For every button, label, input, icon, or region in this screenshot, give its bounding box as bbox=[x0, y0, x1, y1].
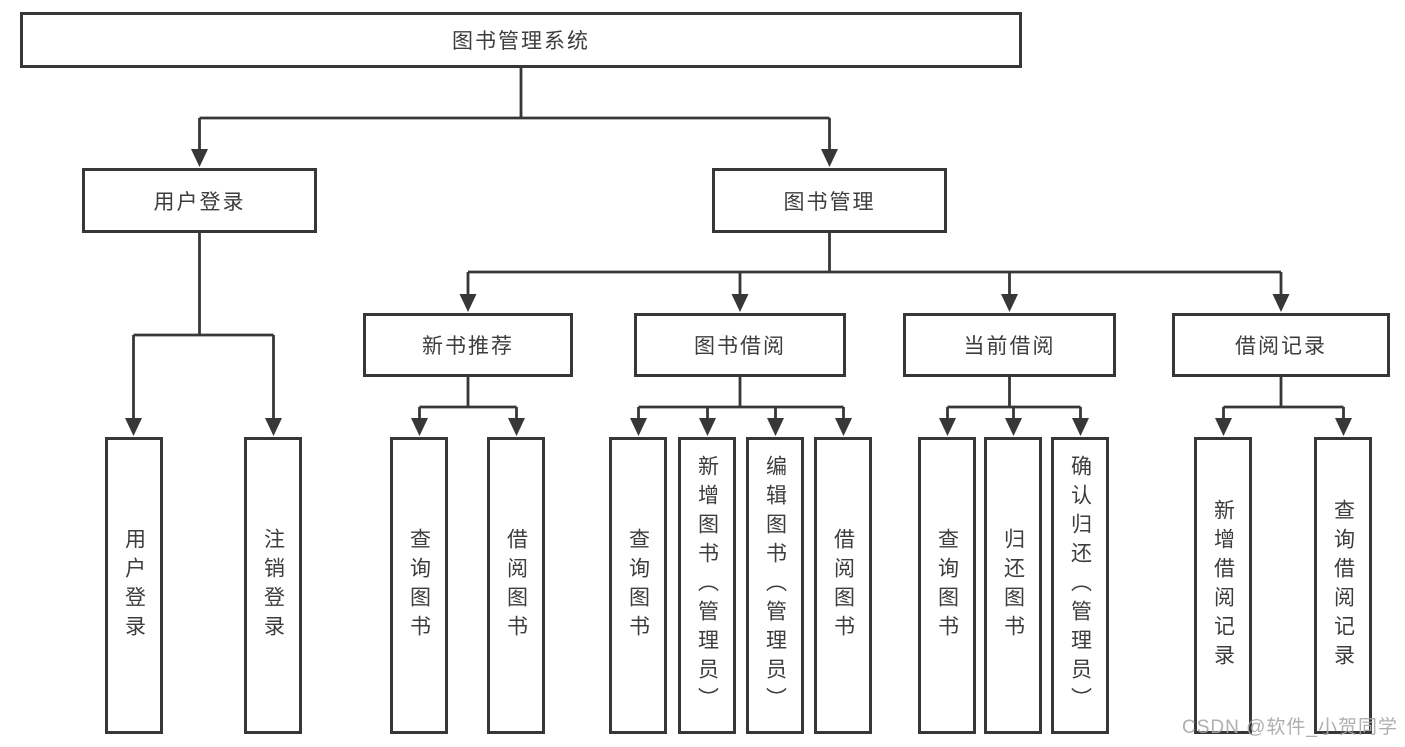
node-label: 用户登录 bbox=[122, 527, 146, 644]
leaf-cb-confirm-return-admin: 确认归还（管理员） bbox=[1051, 437, 1109, 734]
node-label: 查询借阅记录 bbox=[1331, 498, 1355, 673]
node-label: 确认归还（管理员） bbox=[1068, 455, 1092, 716]
connector-new-book-rec-to-leaves bbox=[411, 377, 525, 436]
node-label: 注销登录 bbox=[261, 527, 285, 644]
leaf-nbr-borrow-books: 借阅图书 bbox=[487, 437, 545, 734]
node-label: 新书推荐 bbox=[422, 335, 514, 358]
node-label: 编辑图书（管理员） bbox=[763, 455, 787, 716]
node-label: 借阅图书 bbox=[831, 527, 855, 644]
node-new-book-recommendation: 新书推荐 bbox=[363, 313, 573, 377]
connector-root-to-level2 bbox=[191, 68, 838, 167]
leaf-cb-query-books: 查询图书 bbox=[918, 437, 976, 734]
node-label: 查询图书 bbox=[626, 527, 650, 644]
node-label: 图书管理 bbox=[783, 190, 876, 214]
node-label: 图书管理系统 bbox=[452, 30, 590, 53]
node-label: 图书借阅 bbox=[694, 335, 786, 358]
node-label: 查询图书 bbox=[407, 527, 431, 644]
node-label: 借阅记录 bbox=[1235, 335, 1327, 358]
csdn-watermark: CSDN @软件_小贺同学 bbox=[1182, 717, 1398, 738]
leaf-bb-borrow-books: 借阅图书 bbox=[814, 437, 872, 734]
node-label: 当前借阅 bbox=[963, 335, 1056, 358]
node-book-borrowing: 图书借阅 bbox=[634, 313, 846, 377]
leaf-user-login: 用户登录 bbox=[105, 437, 163, 734]
node-label: 新增图书（管理员） bbox=[695, 455, 719, 716]
node-label: 新增借阅记录 bbox=[1211, 498, 1235, 673]
node-library-management-system: 图书管理系统 bbox=[20, 12, 1022, 68]
node-label: 归还图书 bbox=[1001, 527, 1025, 644]
leaf-br-query-borrow-record: 查询借阅记录 bbox=[1314, 437, 1372, 734]
node-label: 用户登录 bbox=[153, 190, 246, 214]
leaf-bb-edit-books-admin: 编辑图书（管理员） bbox=[746, 437, 804, 734]
connector-book-borrowing-to-leaves bbox=[630, 377, 852, 436]
leaf-bb-add-books-admin: 新增图书（管理员） bbox=[678, 437, 736, 734]
node-user-login: 用户登录 bbox=[82, 168, 317, 233]
connector-user-login-to-leaves bbox=[125, 233, 282, 436]
connector-book-management-to-level3 bbox=[459, 233, 1290, 312]
node-current-borrowing: 当前借阅 bbox=[903, 313, 1116, 377]
node-label: 借阅图书 bbox=[504, 527, 528, 644]
node-label: 查询图书 bbox=[935, 527, 959, 644]
leaf-nbr-query-books: 查询图书 bbox=[390, 437, 448, 734]
leaf-bb-query-books: 查询图书 bbox=[609, 437, 667, 734]
connector-current-borrow-to-leaves bbox=[939, 377, 1089, 436]
leaf-br-add-borrow-record: 新增借阅记录 bbox=[1194, 437, 1252, 734]
node-book-management: 图书管理 bbox=[712, 168, 947, 233]
leaf-cb-return-books: 归还图书 bbox=[984, 437, 1042, 734]
connector-borrow-records-to-leaves bbox=[1215, 377, 1352, 436]
leaf-logout: 注销登录 bbox=[244, 437, 302, 734]
node-borrowing-records: 借阅记录 bbox=[1172, 313, 1390, 377]
